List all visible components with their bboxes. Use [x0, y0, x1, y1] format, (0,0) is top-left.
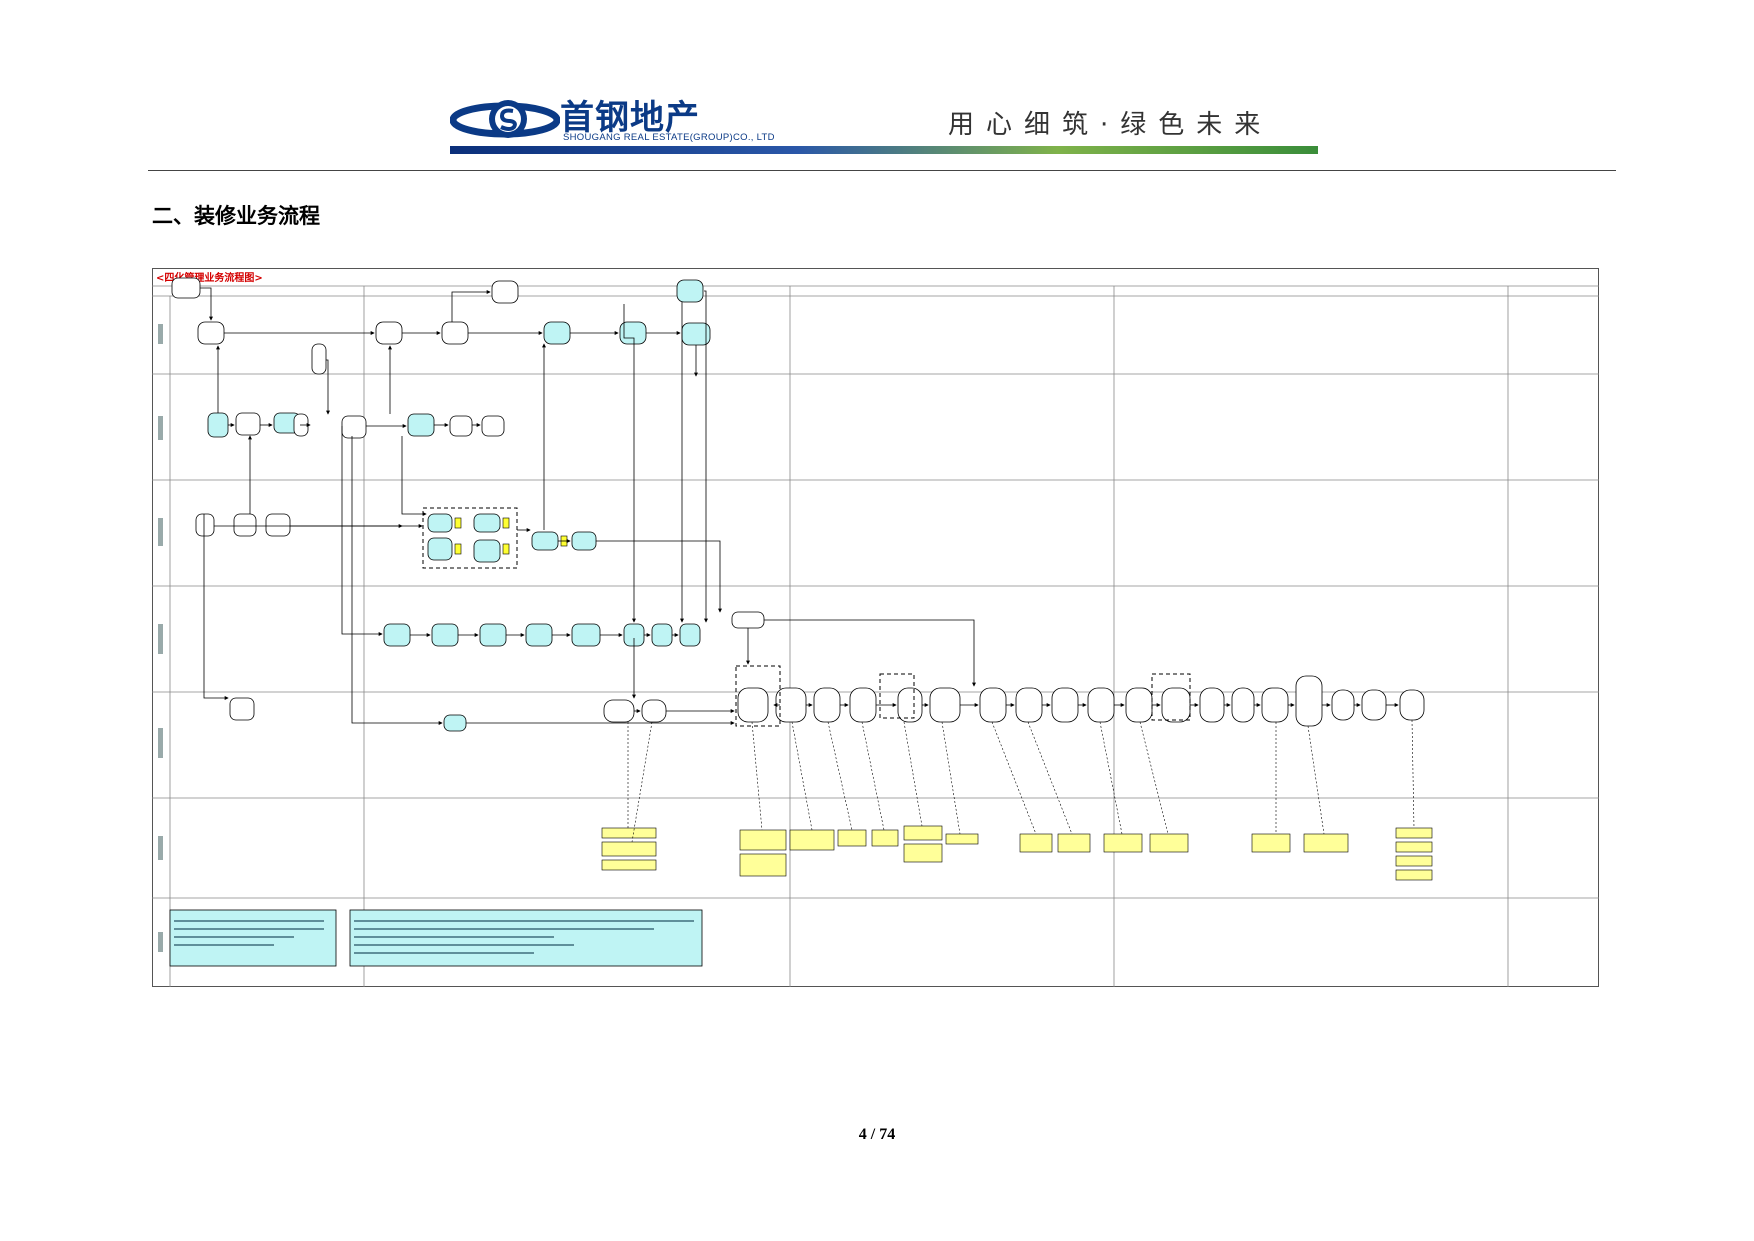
process-flow-diagram: <四化管理业务流程图> — [152, 268, 1600, 988]
brand-slogan: 用心细筑·绿色未来 — [948, 110, 1273, 140]
header-rule — [148, 170, 1616, 171]
logo-mark-icon — [450, 100, 560, 138]
section-title: 二、装修业务流程 — [152, 204, 320, 228]
flow-connectors — [200, 287, 1399, 725]
quality-links — [627, 719, 1415, 843]
lane-dividers — [152, 286, 1599, 987]
page-number: 4 / 74 — [858, 1126, 896, 1143]
diagram-frame — [152, 268, 1599, 987]
group-boxes — [422, 507, 1191, 727]
page-header: 首钢地产 SHOUGANG REAL ESTATE(GROUP)CO., LTD… — [0, 0, 1754, 175]
brand-name-cn: 首钢地产 — [560, 98, 700, 138]
process-nodes-cyan — [207, 279, 711, 732]
header-color-stripe — [450, 146, 1318, 154]
quality-notes — [601, 825, 1433, 881]
remark-text-marks — [174, 920, 694, 954]
process-nodes-white — [171, 277, 1425, 727]
brand-logo: 首钢地产 SHOUGANG REAL ESTATE(GROUP)CO., LTD… — [450, 88, 1320, 160]
flow-chart-svg: <四化管理业务流程图> — [152, 268, 1599, 987]
lane-label-marks — [158, 324, 163, 952]
brand-name-en: SHOUGANG REAL ESTATE(GROUP)CO., LTD — [563, 132, 775, 143]
